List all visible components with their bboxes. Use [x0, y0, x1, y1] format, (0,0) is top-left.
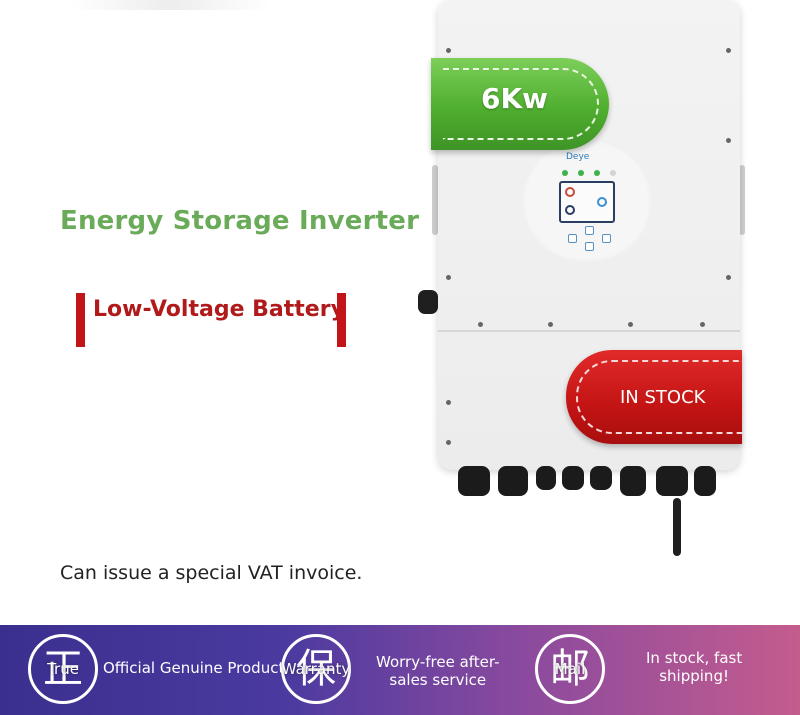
shipping-icon: 邮 Mail	[535, 634, 605, 704]
battery-type-label: Low-Voltage Battery	[93, 297, 345, 322]
stock-label: IN STOCK	[620, 387, 706, 408]
control-keypad	[568, 226, 612, 256]
screw	[446, 400, 451, 405]
fast-shipping-line-2: shipping!	[659, 667, 729, 685]
product-banner: Energy Storage Inverter Low-Voltage Batt…	[60, 0, 748, 584]
gauge-icon	[565, 205, 575, 215]
brand-logo: Deye	[566, 152, 590, 162]
cable-gland	[458, 466, 490, 496]
key-icon	[585, 226, 594, 235]
led-icon	[578, 170, 584, 176]
genuine-overlay-text: True	[47, 660, 79, 678]
screw	[548, 322, 553, 327]
bracket-left	[432, 165, 438, 235]
tag-bar-right	[337, 293, 346, 347]
product-headline: Energy Storage Inverter	[60, 206, 420, 236]
screw	[478, 322, 483, 327]
dc-switch-knob	[418, 290, 438, 314]
tag-bar-left	[76, 293, 85, 347]
gauge-icon	[565, 187, 575, 197]
screw	[446, 440, 451, 445]
bracket-right	[739, 165, 745, 235]
key-icon	[585, 242, 594, 251]
fast-shipping-line-1: In stock, fast	[646, 649, 743, 667]
ribbon-stitch	[576, 360, 742, 434]
warranty-glyph: 保	[296, 646, 336, 692]
cable-gland	[656, 466, 688, 496]
wifi-antenna	[673, 498, 681, 556]
status-leds	[562, 170, 622, 178]
screw	[446, 48, 451, 53]
cable-gland	[620, 466, 646, 496]
led-icon	[562, 170, 568, 176]
faded-header-remnant	[70, 0, 270, 10]
cable-gland	[694, 466, 716, 496]
genuine-icon: 正 True	[28, 634, 98, 704]
gauge-icon	[597, 197, 607, 207]
case-divider	[438, 330, 740, 332]
cable-gland	[498, 466, 528, 496]
power-rating-label: 6Kw	[481, 82, 549, 115]
screw	[726, 48, 731, 53]
shipping-glyph: 邮	[550, 646, 590, 692]
key-icon	[568, 234, 577, 243]
cable-gland	[536, 466, 556, 490]
shipping-overlay-text: Mail	[554, 660, 586, 678]
service-guarantee-banner: 正 True Official Genuine Product 保 Warran…	[0, 625, 800, 715]
vat-invoice-note: Can issue a special VAT invoice.	[60, 562, 363, 584]
warranty-icon: 保 Warranty	[281, 634, 351, 704]
warranty-overlay-text: Warranty	[281, 660, 351, 678]
genuine-product-text: Official Genuine Product	[103, 659, 285, 677]
fast-shipping-text: In stock, fast shipping!	[646, 649, 742, 685]
cable-gland	[590, 466, 612, 490]
screw	[700, 322, 705, 327]
after-sales-text: Worry-free after- sales service	[376, 653, 500, 689]
lcd-display	[559, 181, 615, 223]
screw	[726, 138, 731, 143]
after-sales-line-1: Worry-free after-	[376, 653, 500, 671]
ribbon-stitch	[443, 68, 599, 140]
screw	[446, 275, 451, 280]
cable-gland	[562, 466, 584, 490]
screw	[726, 275, 731, 280]
led-icon	[610, 170, 616, 176]
cable-glands	[458, 466, 748, 506]
key-icon	[602, 234, 611, 243]
power-rating-ribbon: 6Kw	[431, 58, 609, 150]
after-sales-line-2: sales service	[389, 671, 487, 689]
battery-type-tag: Low-Voltage Battery	[76, 293, 346, 347]
led-icon	[594, 170, 600, 176]
stock-ribbon: IN STOCK	[566, 350, 742, 444]
genuine-glyph: 正	[43, 646, 83, 692]
screw	[628, 322, 633, 327]
